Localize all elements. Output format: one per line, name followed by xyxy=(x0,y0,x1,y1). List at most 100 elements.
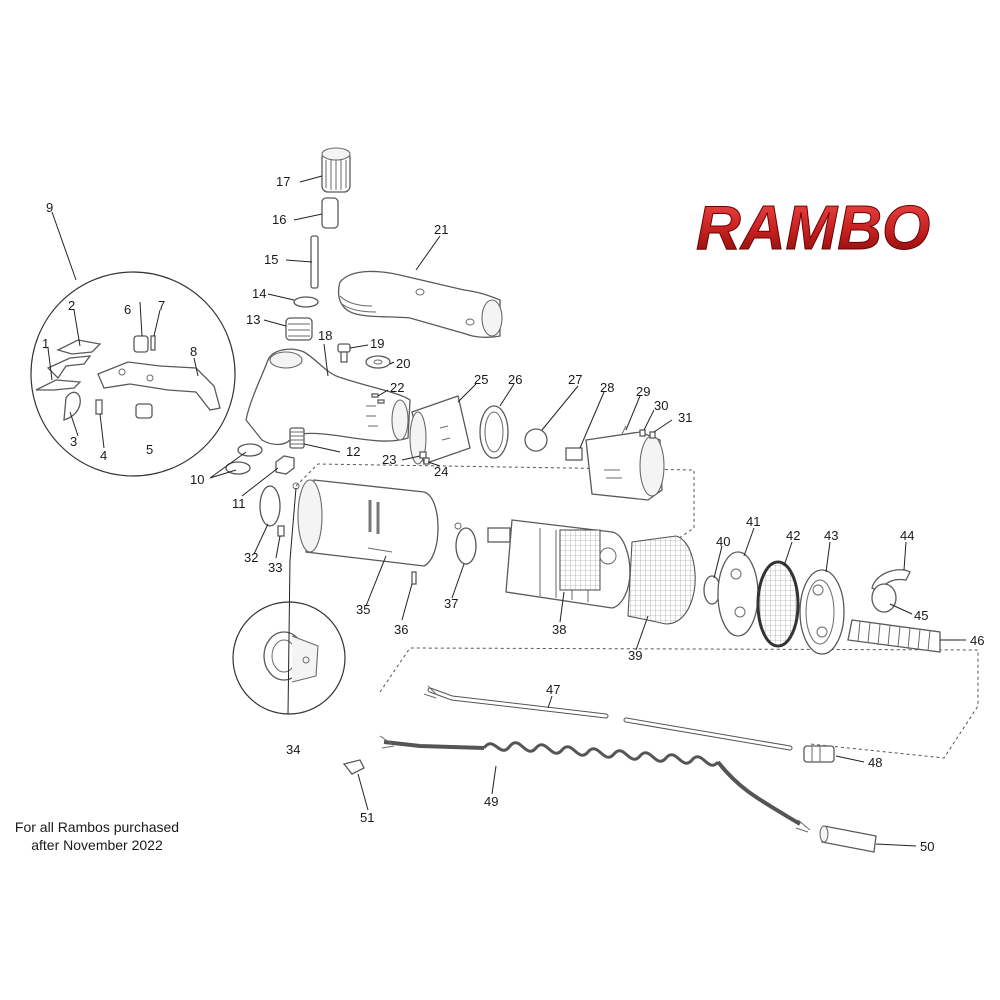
leader-lines xyxy=(47,175,966,847)
part-8-trigger-frame xyxy=(97,361,221,411)
purchase-note: For all Rambos purchased after November … xyxy=(15,819,179,853)
callout-17: 17 xyxy=(276,174,290,189)
part-20-washer xyxy=(365,355,391,369)
part-4-screw xyxy=(95,399,103,415)
part-38-motor xyxy=(487,519,631,609)
callout-19: 19 xyxy=(370,336,384,351)
part-12-spring xyxy=(289,427,305,449)
callout-3: 3 xyxy=(70,434,77,449)
part-21-handle-cover xyxy=(337,270,503,338)
callout-36: 36 xyxy=(394,622,408,637)
part-13-fitting xyxy=(285,317,313,341)
callout-6: 6 xyxy=(124,302,131,317)
part-41-plate xyxy=(717,551,759,637)
callout-10: 10 xyxy=(190,472,204,487)
callout-47: 47 xyxy=(546,682,560,697)
part-50-plug xyxy=(819,825,877,853)
part-36-screw xyxy=(411,571,417,585)
callout-9: 9 xyxy=(46,200,53,215)
part-7-pin xyxy=(150,335,156,351)
callout-29: 29 xyxy=(636,384,650,399)
callout-labels: 1 2 3 4 5 6 7 8 9 10 11 12 13 14 15 16 1… xyxy=(42,174,984,854)
callout-21: 21 xyxy=(434,222,448,237)
callout-34: 34 xyxy=(286,742,300,757)
callout-38: 38 xyxy=(552,622,566,637)
callout-24: 24 xyxy=(434,464,448,479)
part-18-head-body xyxy=(245,348,411,446)
callout-11: 11 xyxy=(232,496,246,511)
brand-logo: RAMBO xyxy=(696,194,930,263)
part-16-sleeve xyxy=(321,197,339,229)
part-2-pawl xyxy=(56,339,102,355)
purchase-note-line1: For all Rambos purchased xyxy=(15,819,179,835)
part-27-ball xyxy=(524,428,548,452)
callout-30: 30 xyxy=(654,398,668,413)
part-35-motor-housing xyxy=(297,479,439,567)
callout-35: 35 xyxy=(356,602,370,617)
callout-13: 13 xyxy=(246,312,260,327)
part-33-screw xyxy=(277,525,285,537)
assembly-outline-cable xyxy=(379,647,979,759)
part-25-sleeve xyxy=(409,395,471,465)
part-29-pin xyxy=(621,425,627,435)
callout-27: 27 xyxy=(568,372,582,387)
part-46-strain-relief xyxy=(847,619,941,653)
callout-25: 25 xyxy=(474,372,488,387)
part-5-bushing xyxy=(135,403,153,419)
part-26-ring xyxy=(479,405,509,459)
part-51-clip xyxy=(342,759,365,775)
callout-12: 12 xyxy=(346,444,360,459)
part-11-nut xyxy=(275,455,295,475)
callout-42: 42 xyxy=(786,528,800,543)
callout-22: 22 xyxy=(390,380,404,395)
part-47-cable xyxy=(423,685,793,751)
callout-15: 15 xyxy=(264,252,278,267)
purchase-note-line2: after November 2022 xyxy=(31,837,163,853)
part-30-screw xyxy=(639,429,646,437)
callout-28: 28 xyxy=(600,380,614,395)
callout-2: 2 xyxy=(68,298,75,313)
part-14-ring xyxy=(293,296,319,308)
part-49-coiled-cable xyxy=(379,735,811,833)
part-1-lever xyxy=(46,355,92,380)
detail-circle-trigger xyxy=(30,271,236,477)
callout-33: 33 xyxy=(268,560,282,575)
callout-1: 1 xyxy=(42,336,49,351)
callout-50: 50 xyxy=(920,839,934,854)
part-43-end-cap xyxy=(799,569,845,655)
part-44-clamp xyxy=(871,569,911,613)
part-1-lever-b xyxy=(35,379,82,391)
callout-44: 44 xyxy=(900,528,914,543)
part-6-pin-holder xyxy=(133,335,149,353)
callout-39: 39 xyxy=(628,648,642,663)
part-3-spring-clip xyxy=(63,391,81,421)
callout-32: 32 xyxy=(244,550,258,565)
callout-14: 14 xyxy=(252,286,266,301)
callout-48: 48 xyxy=(868,755,882,770)
part-42-filter xyxy=(756,560,800,648)
part-31-screw xyxy=(649,431,656,439)
part-22-screws xyxy=(371,393,385,404)
part-32-o-ring xyxy=(259,485,281,527)
callout-41: 41 xyxy=(746,514,760,529)
callout-5: 5 xyxy=(146,442,153,457)
callout-26: 26 xyxy=(508,372,522,387)
assembly-outline-upper xyxy=(295,463,695,541)
callout-31: 31 xyxy=(678,410,692,425)
callout-46: 46 xyxy=(970,633,984,648)
callout-40: 40 xyxy=(716,534,730,549)
callout-51: 51 xyxy=(360,810,374,825)
callout-45: 45 xyxy=(914,608,928,623)
part-17-knob xyxy=(321,147,351,193)
part-23-screw xyxy=(419,451,427,459)
callout-23: 23 xyxy=(382,452,396,467)
callout-20: 20 xyxy=(396,356,410,371)
part-48-plug xyxy=(803,745,835,763)
part-15-shaft xyxy=(310,235,319,289)
part-24-screw xyxy=(423,457,430,465)
part-10-cams xyxy=(225,443,263,475)
callout-49: 49 xyxy=(484,794,498,809)
part-39-mesh-screen xyxy=(627,535,696,625)
